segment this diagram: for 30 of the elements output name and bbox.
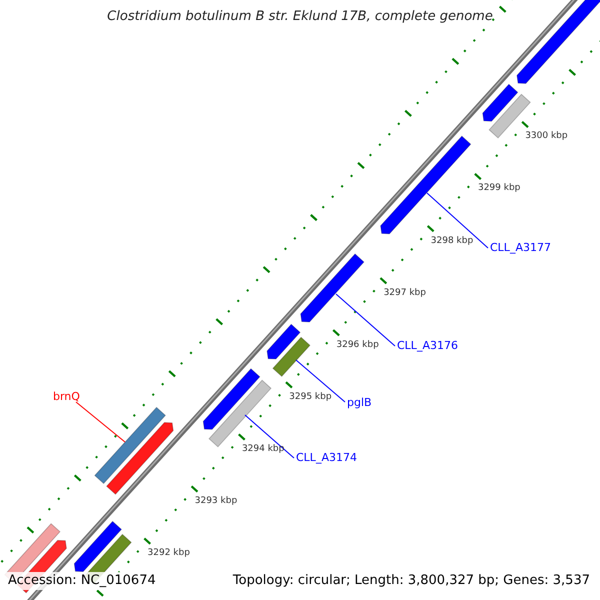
tick-label: 3296 kbp <box>336 340 379 351</box>
tick-label: 3299 kbp <box>478 183 520 194</box>
gene-feature <box>380 136 472 234</box>
leader-line <box>426 192 488 248</box>
tick-label: 3300 kbp <box>525 131 568 142</box>
tick-label: 3294 kbp <box>242 444 284 455</box>
leader-line <box>336 294 396 346</box>
gene-label: pglB <box>347 396 372 410</box>
map-title: Clostridium botulinum B str. Eklund 17B, complete genome <box>106 9 494 25</box>
leader-line <box>76 402 126 442</box>
gene-label: CLL_A3177 <box>490 241 551 254</box>
gene-feature <box>516 0 600 84</box>
gene-feature <box>300 253 364 322</box>
leader-line <box>296 360 346 402</box>
gene-bar <box>94 406 166 484</box>
gene-bar <box>272 336 311 377</box>
gene-feature <box>482 84 518 122</box>
gene-feature <box>74 520 122 572</box>
gene-label: CLL_A3176 <box>397 339 458 352</box>
tick-label: 3293 kbp <box>194 496 238 507</box>
tick-label: 3295 kbp <box>289 392 332 403</box>
gene-feature <box>202 368 260 430</box>
leader-line <box>244 414 294 458</box>
tick-label: 3298 kbp <box>430 236 474 246</box>
tick-label: 3297 kbp <box>384 288 426 298</box>
tick-label: 3292 kbp <box>148 548 190 559</box>
gene-feature <box>266 324 301 360</box>
gene-label: CLL_A3174 <box>296 451 357 464</box>
gene-label: brnQ <box>53 390 80 404</box>
gene-feature <box>106 422 174 495</box>
